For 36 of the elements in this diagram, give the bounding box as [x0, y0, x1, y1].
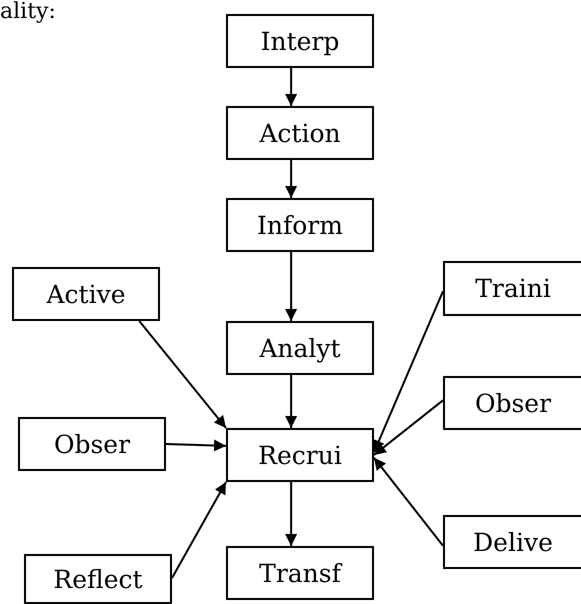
arrow [285, 68, 298, 106]
arrow [166, 439, 226, 452]
arrow [285, 375, 298, 428]
process-box [443, 515, 581, 569]
box-label: Recrui [258, 440, 342, 470]
arrow [138, 320, 227, 429]
box-label: Reflect [53, 564, 143, 594]
box-label: Obser [54, 430, 130, 458]
arrow [373, 400, 444, 456]
box-label: Delive [473, 528, 553, 556]
process-box [226, 14, 374, 68]
process-box [226, 428, 374, 482]
process-box [226, 321, 374, 375]
process-box [12, 267, 160, 321]
box-label: Interp [260, 26, 340, 56]
process-box [226, 546, 374, 600]
process-box [18, 417, 166, 471]
box-label: Obser [474, 388, 552, 418]
text-fragment: ality: [0, 1, 56, 23]
box-label: Inform [257, 210, 343, 240]
process-box [443, 261, 581, 316]
box-label: Analyt [259, 334, 341, 362]
arrow [171, 482, 227, 578]
arrow [285, 252, 298, 321]
arrow [285, 160, 298, 198]
arrow [373, 290, 444, 453]
process-box [226, 198, 374, 252]
box-label: Transf [259, 558, 341, 588]
arrow [373, 457, 444, 546]
process-box [443, 376, 581, 430]
box-label: Action [259, 118, 341, 148]
process-box [226, 106, 374, 160]
arrow [285, 482, 298, 546]
box-label: Active [46, 280, 126, 308]
process-box [24, 554, 172, 604]
box-label: Traini [475, 274, 551, 303]
